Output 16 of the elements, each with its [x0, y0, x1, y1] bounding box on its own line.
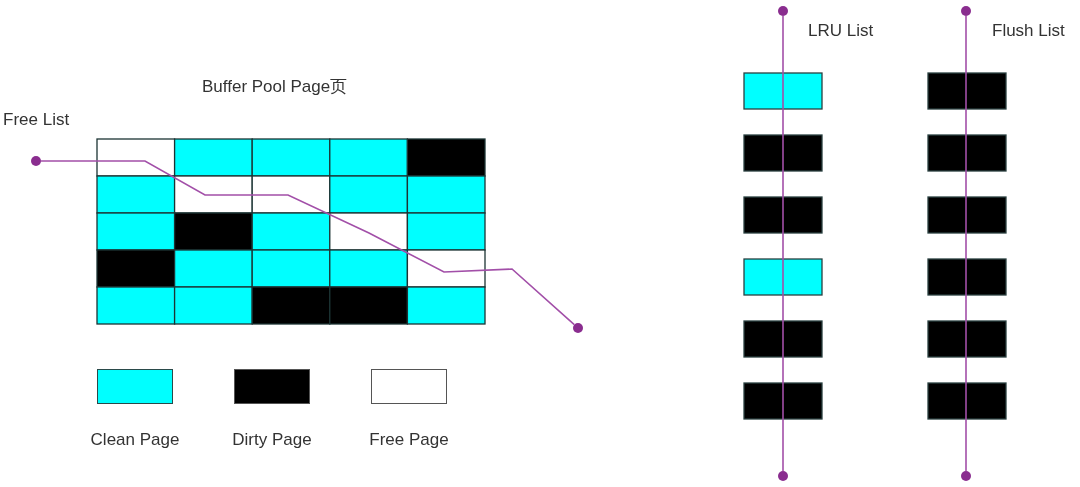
list-line	[40, 160, 576, 326]
list-end-dot	[778, 6, 788, 16]
list-end-dot	[961, 6, 971, 16]
title: Buffer Pool Page页	[202, 77, 348, 97]
list-label: Flush List	[992, 21, 1065, 41]
list-label: Free List	[3, 110, 70, 130]
legend-label: Dirty Page	[232, 430, 312, 450]
list-end-dot	[573, 323, 583, 333]
list-line	[782, 15, 784, 472]
list-line	[965, 15, 967, 472]
list-end-dot	[961, 471, 971, 481]
list-end-dot	[31, 156, 41, 166]
legend-label: Free Page	[369, 430, 449, 450]
list-label: LRU List	[808, 21, 874, 41]
legend-label: Clean Page	[90, 430, 180, 450]
list-end-dot	[778, 471, 788, 481]
